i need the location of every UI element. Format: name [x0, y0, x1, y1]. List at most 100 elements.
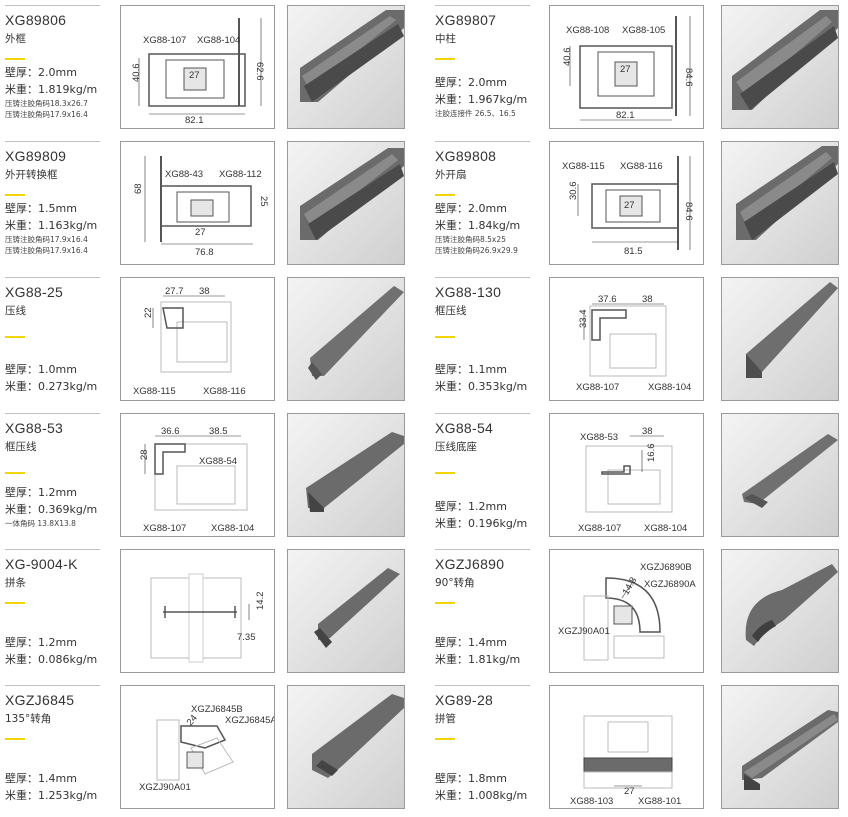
part-label: XG88-107	[578, 523, 621, 534]
row-divider	[5, 685, 100, 686]
accent-dash	[435, 602, 455, 604]
dimension-label: 38.5	[209, 426, 228, 437]
profile-drawing: 40.6 62.6 27 82.1 XG88-107 XG88-104	[131, 18, 265, 126]
wall-thickness: 壁厚：1.8mm	[435, 772, 507, 785]
meter-weight: 米重：1.008kg/m	[435, 789, 528, 802]
note: 一体角码 13.8X13.8	[5, 519, 76, 528]
dimension-label: 62.6	[254, 62, 265, 81]
product-name: 90°转角	[435, 577, 475, 589]
dimension-label: 14.2	[255, 592, 266, 611]
product-info: XG89807 中柱	[435, 12, 543, 60]
note: 压铸注胶角码26.9x29.9	[435, 246, 518, 255]
row-divider	[5, 549, 100, 550]
product-specs: 壁厚：1.4mm 米重：1.81kg/m	[435, 634, 520, 668]
part-label: XGZJ90A01	[558, 626, 610, 637]
profile-render	[742, 710, 838, 790]
product-name: 拼条	[5, 577, 26, 589]
profile-drawing: 36.6 38.5 28 XG88-54 XG88-107 XG88-104	[139, 426, 254, 534]
part-label: XG88-104	[648, 382, 691, 393]
product-name: 135°转角	[5, 713, 52, 725]
wall-thickness: 壁厚：2.0mm	[435, 202, 507, 215]
meter-weight: 米重：1.163kg/m	[5, 219, 98, 232]
dimension-label: 76.8	[195, 247, 214, 258]
profile-drawing: XG88-53 38 16.6 XG88-107 XG88-104	[578, 426, 687, 534]
part-label: XG88-103	[570, 796, 613, 807]
product-photo	[287, 277, 405, 401]
product-photo	[287, 549, 405, 673]
profile-drawing: 24 XGZJ6845B XGZJ6845A XGZJ90A01	[139, 704, 274, 793]
section-diagram: XG88-53 38 16.6 XG88-107 XG88-104	[549, 413, 704, 537]
profile-render	[312, 694, 404, 778]
profile-drawing: 40.6 84.6 27 82.1 XG88-108 XG88-105	[562, 16, 694, 121]
row-divider	[435, 277, 530, 278]
product-info: XG88-54 压线底座	[435, 420, 543, 474]
row-divider	[435, 413, 530, 414]
part-label: XG88-107	[576, 382, 619, 393]
wall-thickness: 壁厚：1.2mm	[5, 636, 77, 649]
product-code: XGZJ6845	[5, 692, 75, 708]
product-name: 拼管	[435, 713, 456, 725]
product-photo	[721, 413, 839, 537]
accent-dash	[5, 738, 25, 740]
dimension-label: 82.1	[185, 115, 204, 126]
product-name: 外开转换框	[5, 169, 58, 181]
product-name: 压线底座	[435, 441, 477, 453]
part-label: XG88-107	[143, 523, 186, 534]
product-specs: 壁厚：1.2mm 米重：0.196kg/m	[435, 498, 527, 532]
product-code: XGZJ6890	[435, 556, 505, 572]
product-specs: 壁厚：1.4mm 米重：1.253kg/m	[5, 770, 97, 804]
product-code: XG89809	[5, 148, 67, 164]
product-specs: 壁厚：1.8mm 米重：1.008kg/m	[435, 770, 527, 804]
product-info: XG88-25 压线	[5, 284, 113, 338]
dimension-label: 25	[258, 196, 269, 207]
product-name: 外框	[5, 33, 26, 45]
dimension-label: 84.6	[683, 68, 694, 87]
meter-weight: 米重：1.819kg/m	[5, 83, 98, 96]
meter-weight: 米重：1.253kg/m	[5, 789, 98, 802]
profile-render	[742, 434, 838, 508]
product-name: 框压线	[435, 305, 467, 317]
dimension-label: 38	[199, 286, 210, 297]
product-info: XG88-53 框压线	[5, 420, 113, 474]
dimension-label: 27	[624, 786, 635, 797]
product-code: XG-9004-K	[5, 556, 78, 572]
dimension-label: 27	[195, 227, 206, 238]
wall-thickness: 壁厚：2.0mm	[5, 66, 77, 79]
product-specs: 壁厚：2.0mm 米重：1.819kg/m 压铸注胶角码18.3x26.7 压铸…	[5, 64, 97, 120]
note: 压铸注胶角码8.5x25	[435, 235, 506, 244]
dimension-label: 68	[133, 183, 144, 194]
section-diagram: 30.6 84.6 27 81.5 XG88-115 XG88-116	[549, 141, 704, 265]
profile-render	[314, 568, 400, 648]
product-name: 框压线	[5, 441, 37, 453]
accent-dash	[5, 336, 25, 338]
row-divider	[5, 277, 100, 278]
product-info: XGZJ6890 90°转角	[435, 556, 543, 604]
dimension-label: 14.8	[621, 575, 640, 597]
product-photo	[287, 141, 405, 265]
product-code: XG88-130	[435, 284, 502, 300]
row-divider	[435, 549, 530, 550]
profile-render	[308, 286, 404, 380]
product-info: XG89808 外开扇	[435, 148, 543, 196]
row-divider	[5, 141, 100, 142]
wall-thickness: 壁厚：1.2mm	[435, 500, 507, 513]
accent-dash	[5, 602, 25, 604]
dimension-label: 38	[642, 294, 653, 305]
note: 压铸注胶角码17.9x16.4	[5, 235, 88, 244]
section-diagram: 40.6 62.6 27 82.1 XG88-107 XG88-104	[120, 5, 275, 129]
product-code: XG89-28	[435, 692, 494, 708]
dimension-label: 84.6	[683, 202, 694, 221]
part-label: XG88-108	[566, 25, 609, 36]
section-diagram: 24 XGZJ6845B XGZJ6845A XGZJ90A01	[120, 685, 275, 809]
note: 注胶连接件 26.5、16.5	[435, 109, 516, 118]
meter-weight: 米重：0.353kg/m	[435, 380, 528, 393]
profile-drawing: 14.2 7.35	[150, 573, 266, 663]
part-label: XG88-43	[165, 169, 203, 180]
dimension-label: 16.6	[646, 444, 657, 463]
profile-render	[746, 282, 838, 378]
meter-weight: 米重：0.196kg/m	[435, 517, 528, 530]
product-name: 中柱	[435, 33, 456, 45]
dimension-label: 82.1	[616, 110, 635, 121]
wall-thickness: 壁厚：1.2mm	[5, 486, 77, 499]
profile-render	[745, 564, 838, 646]
